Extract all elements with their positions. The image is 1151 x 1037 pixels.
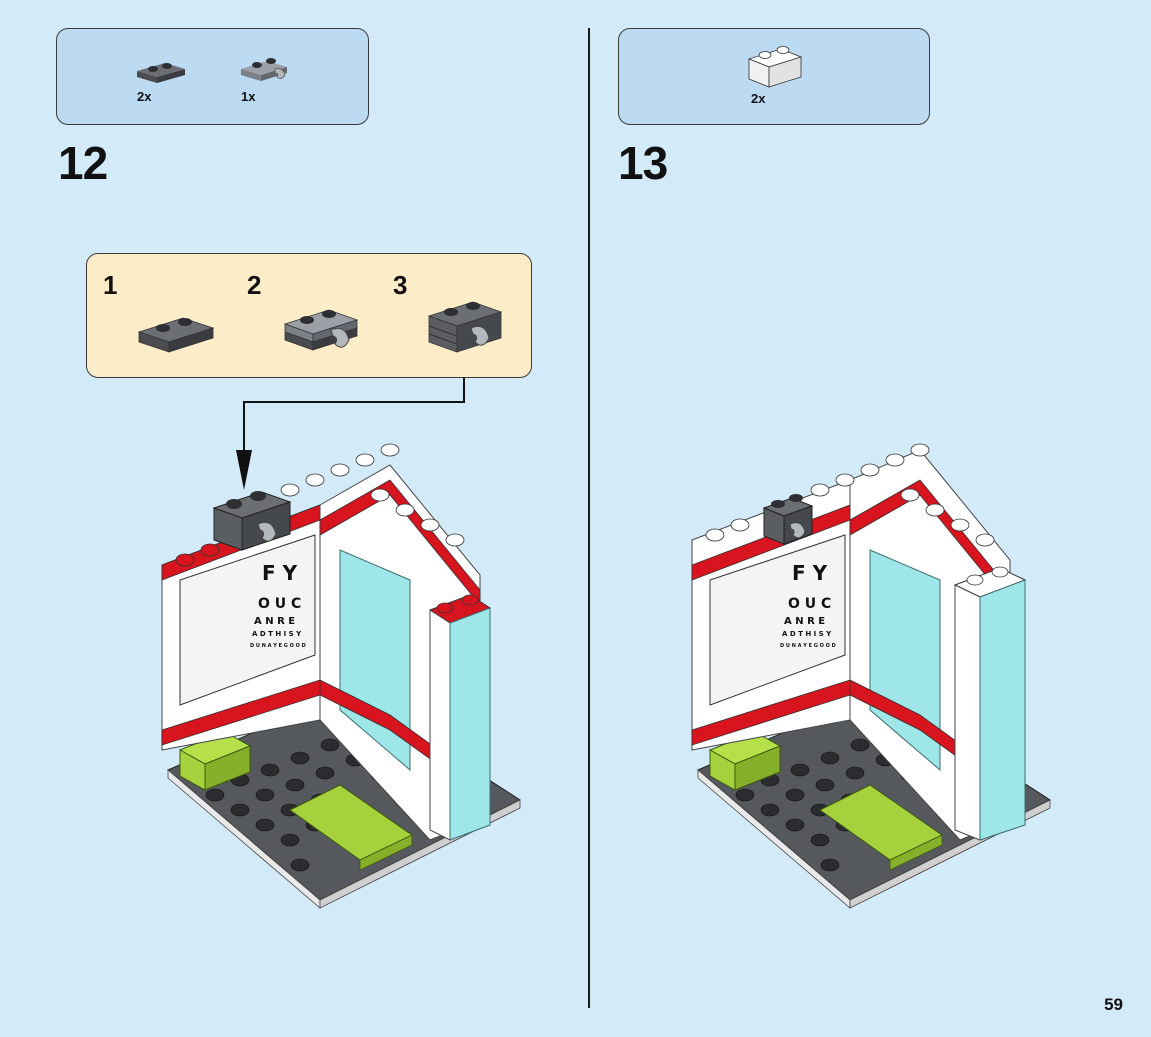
eye-chart-row-2: O U C: [258, 596, 301, 612]
eye-chart-row-1: F Y: [792, 561, 828, 585]
eye-chart-row-2: O U C: [788, 596, 831, 612]
eye-chart-row-3: A N R E: [784, 616, 825, 627]
model-step-13: F Y O U C A N R E A D T H I S Y D U N A …: [680, 440, 1060, 910]
eye-chart-row-4: A D T H I S Y: [782, 630, 832, 638]
step-number-13: 13: [618, 136, 667, 190]
step-divider: [588, 28, 590, 1008]
eye-chart-row-4: A D T H I S Y: [252, 630, 302, 638]
page-number: 59: [1104, 995, 1123, 1015]
model-step-12: F Y O U C A N R E A D T H I S Y D U N A …: [150, 440, 530, 910]
eye-chart-row-1: F Y: [262, 561, 298, 585]
eye-chart-row-5: D U N A Y E G O O D: [250, 643, 306, 649]
eye-chart-row-3: A N R E: [254, 616, 295, 627]
parts-callout-step-13: 2x: [618, 28, 930, 125]
eye-chart-row-5: D U N A Y E G O O D: [780, 643, 836, 649]
white-brick-1x2-icon: [747, 43, 805, 91]
part-qty-white-brick: 2x: [751, 91, 765, 106]
